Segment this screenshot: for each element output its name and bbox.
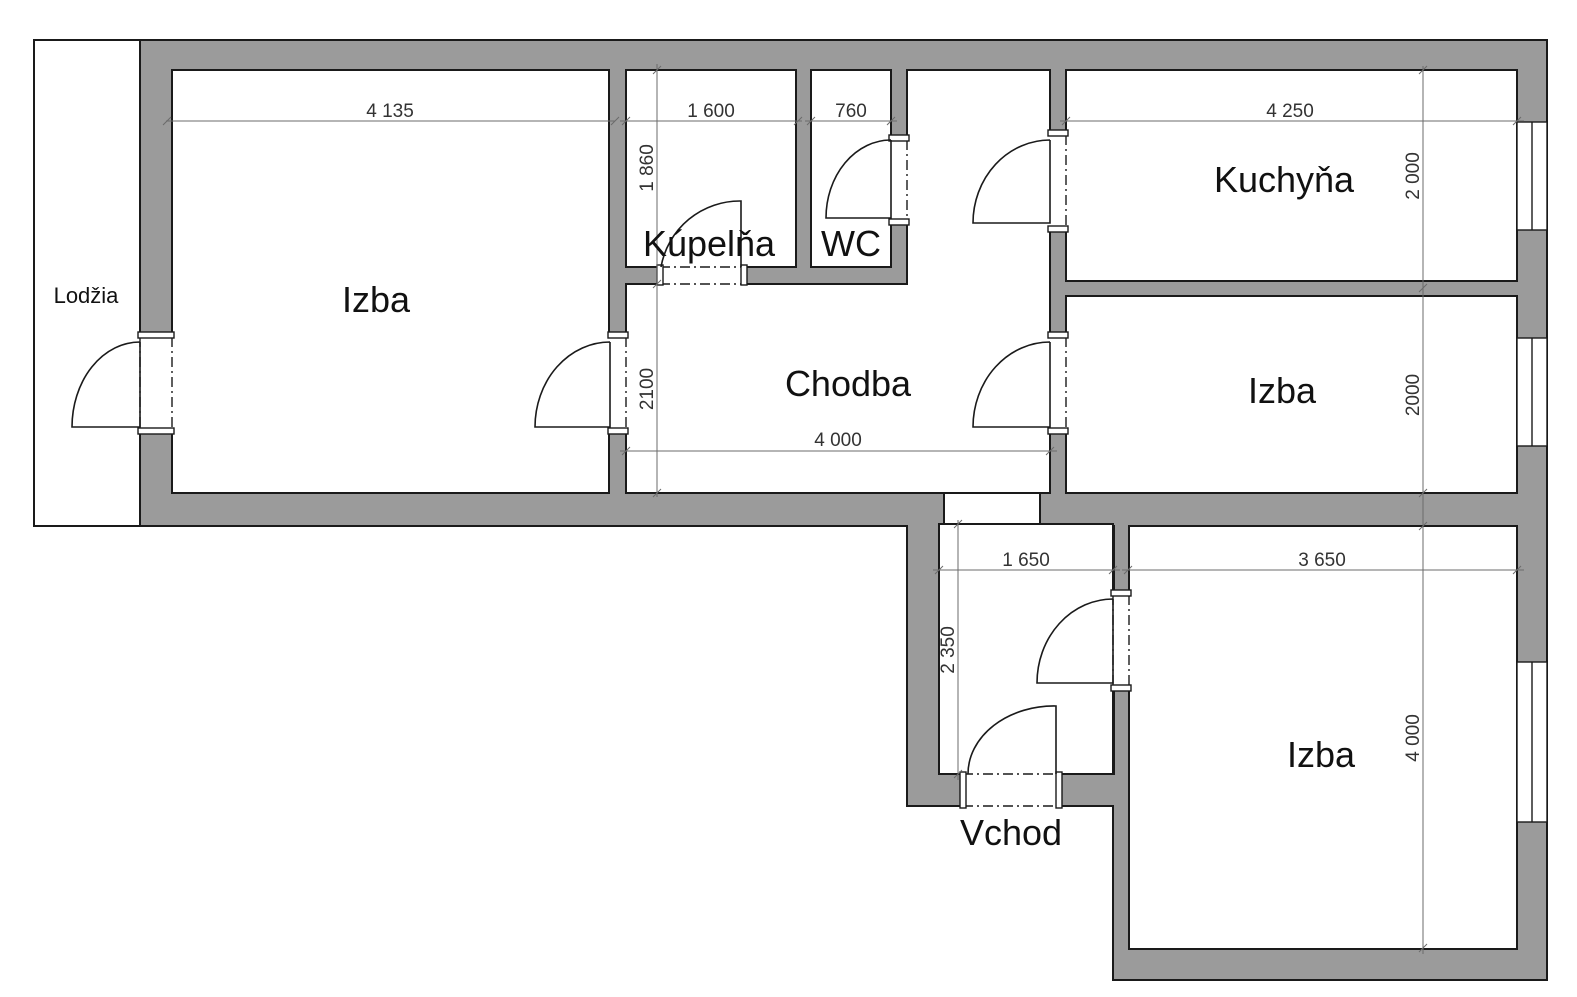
opening-kuchyna bbox=[1049, 135, 1067, 227]
label-izba-bottom: Izba bbox=[1287, 734, 1356, 775]
label-vchod: Vchod bbox=[960, 812, 1062, 853]
door-loggia bbox=[71, 341, 141, 428]
dim-kupelna-width: 1 600 bbox=[687, 101, 735, 122]
floor-kupelna bbox=[625, 69, 797, 268]
opening-vchod bbox=[963, 773, 1061, 807]
dim-izba-left-width: 4 135 bbox=[366, 101, 414, 122]
windows bbox=[1516, 121, 1548, 823]
opening-izba-bottom bbox=[1112, 595, 1130, 687]
label-wc: WC bbox=[821, 223, 881, 264]
label-chodba: Chodba bbox=[785, 363, 912, 404]
floor-wc bbox=[810, 69, 892, 268]
dim-izba-mid-depth: 2000 bbox=[1403, 374, 1424, 416]
opening-wc bbox=[890, 140, 908, 222]
floor-izba-mid bbox=[1065, 295, 1518, 494]
door-izba-left bbox=[534, 341, 611, 428]
floor-vchod bbox=[938, 523, 1114, 775]
dim-kupelna-depth: 1 860 bbox=[637, 144, 658, 192]
loggia-outline bbox=[33, 39, 141, 527]
door-izba-mid bbox=[972, 341, 1051, 428]
dim-chodba-width: 4 000 bbox=[814, 430, 862, 451]
dim-izba-bottom-width: 3 650 bbox=[1298, 550, 1346, 571]
opening-izba-mid bbox=[1049, 337, 1067, 429]
label-izba-mid: Izba bbox=[1248, 370, 1317, 411]
dim-izba-bottom-depth: 4 000 bbox=[1403, 714, 1424, 762]
door-wc bbox=[825, 139, 892, 219]
floor-izba-bottom bbox=[1128, 525, 1518, 950]
dim-kuchyna-depth: 2 000 bbox=[1403, 152, 1424, 200]
label-kupelna: Kúpelňa bbox=[643, 223, 776, 264]
floor-kuchyna bbox=[1065, 69, 1518, 282]
door-jambs bbox=[137, 129, 1132, 809]
floor-izba-left bbox=[171, 69, 610, 494]
opening-kupelna bbox=[660, 266, 746, 285]
dim-kuchyna-width: 4 250 bbox=[1266, 101, 1314, 122]
dim-vchod-depth: 2 350 bbox=[938, 626, 959, 674]
label-izba-left: Izba bbox=[342, 279, 411, 320]
door-vchod bbox=[967, 705, 1057, 775]
dim-chodba-depth: 2100 bbox=[637, 368, 658, 410]
dim-wc-width: 760 bbox=[835, 101, 867, 122]
opening-izba-left bbox=[608, 337, 627, 429]
dimension-lines bbox=[162, 64, 1524, 954]
opening-loggia bbox=[139, 337, 173, 429]
label-kuchyna: Kuchyňa bbox=[1214, 159, 1355, 200]
label-lodzia: Lodžia bbox=[54, 283, 120, 308]
door-izba-bottom bbox=[1036, 598, 1114, 684]
dim-vchod-width: 1 650 bbox=[1002, 550, 1050, 571]
door-kuchyna bbox=[972, 139, 1051, 224]
door-kupelna bbox=[660, 200, 742, 268]
